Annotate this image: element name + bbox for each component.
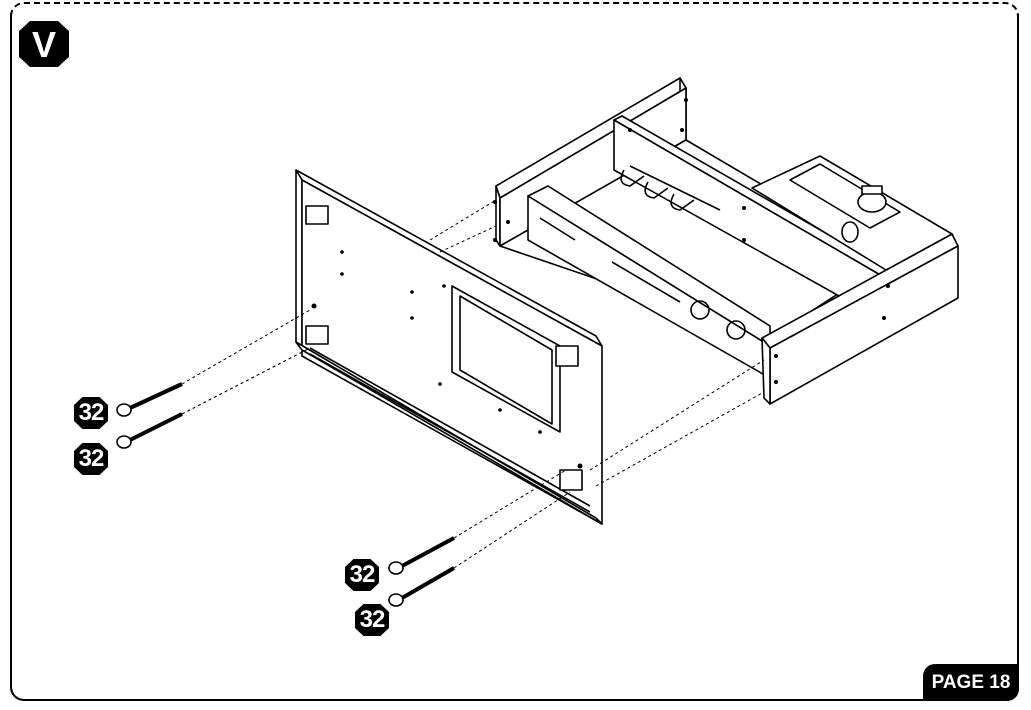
screw-2 <box>116 412 183 449</box>
part-badge: 32 <box>355 604 389 636</box>
front-panel <box>295 169 603 525</box>
screws <box>116 382 455 607</box>
screw-3 <box>388 536 455 575</box>
part-label: 32 <box>349 561 376 588</box>
step-label: V <box>31 24 56 65</box>
part-label: 32 <box>359 606 386 633</box>
part-label: 32 <box>78 445 105 472</box>
part-badge: 32 <box>74 443 108 475</box>
drawer-box <box>493 77 959 405</box>
screw-4 <box>388 566 455 607</box>
alignment-lines <box>181 199 765 569</box>
screw-1 <box>116 382 183 417</box>
step-badge: V <box>19 21 69 67</box>
part-badge: 32 <box>345 559 379 591</box>
page-border-solid <box>10 14 1019 701</box>
page-number: PAGE 18 <box>931 671 1011 693</box>
part-label: 32 <box>78 399 105 426</box>
part-badge: 32 <box>74 397 108 429</box>
page-number-tab: PAGE 18 <box>923 664 1019 701</box>
